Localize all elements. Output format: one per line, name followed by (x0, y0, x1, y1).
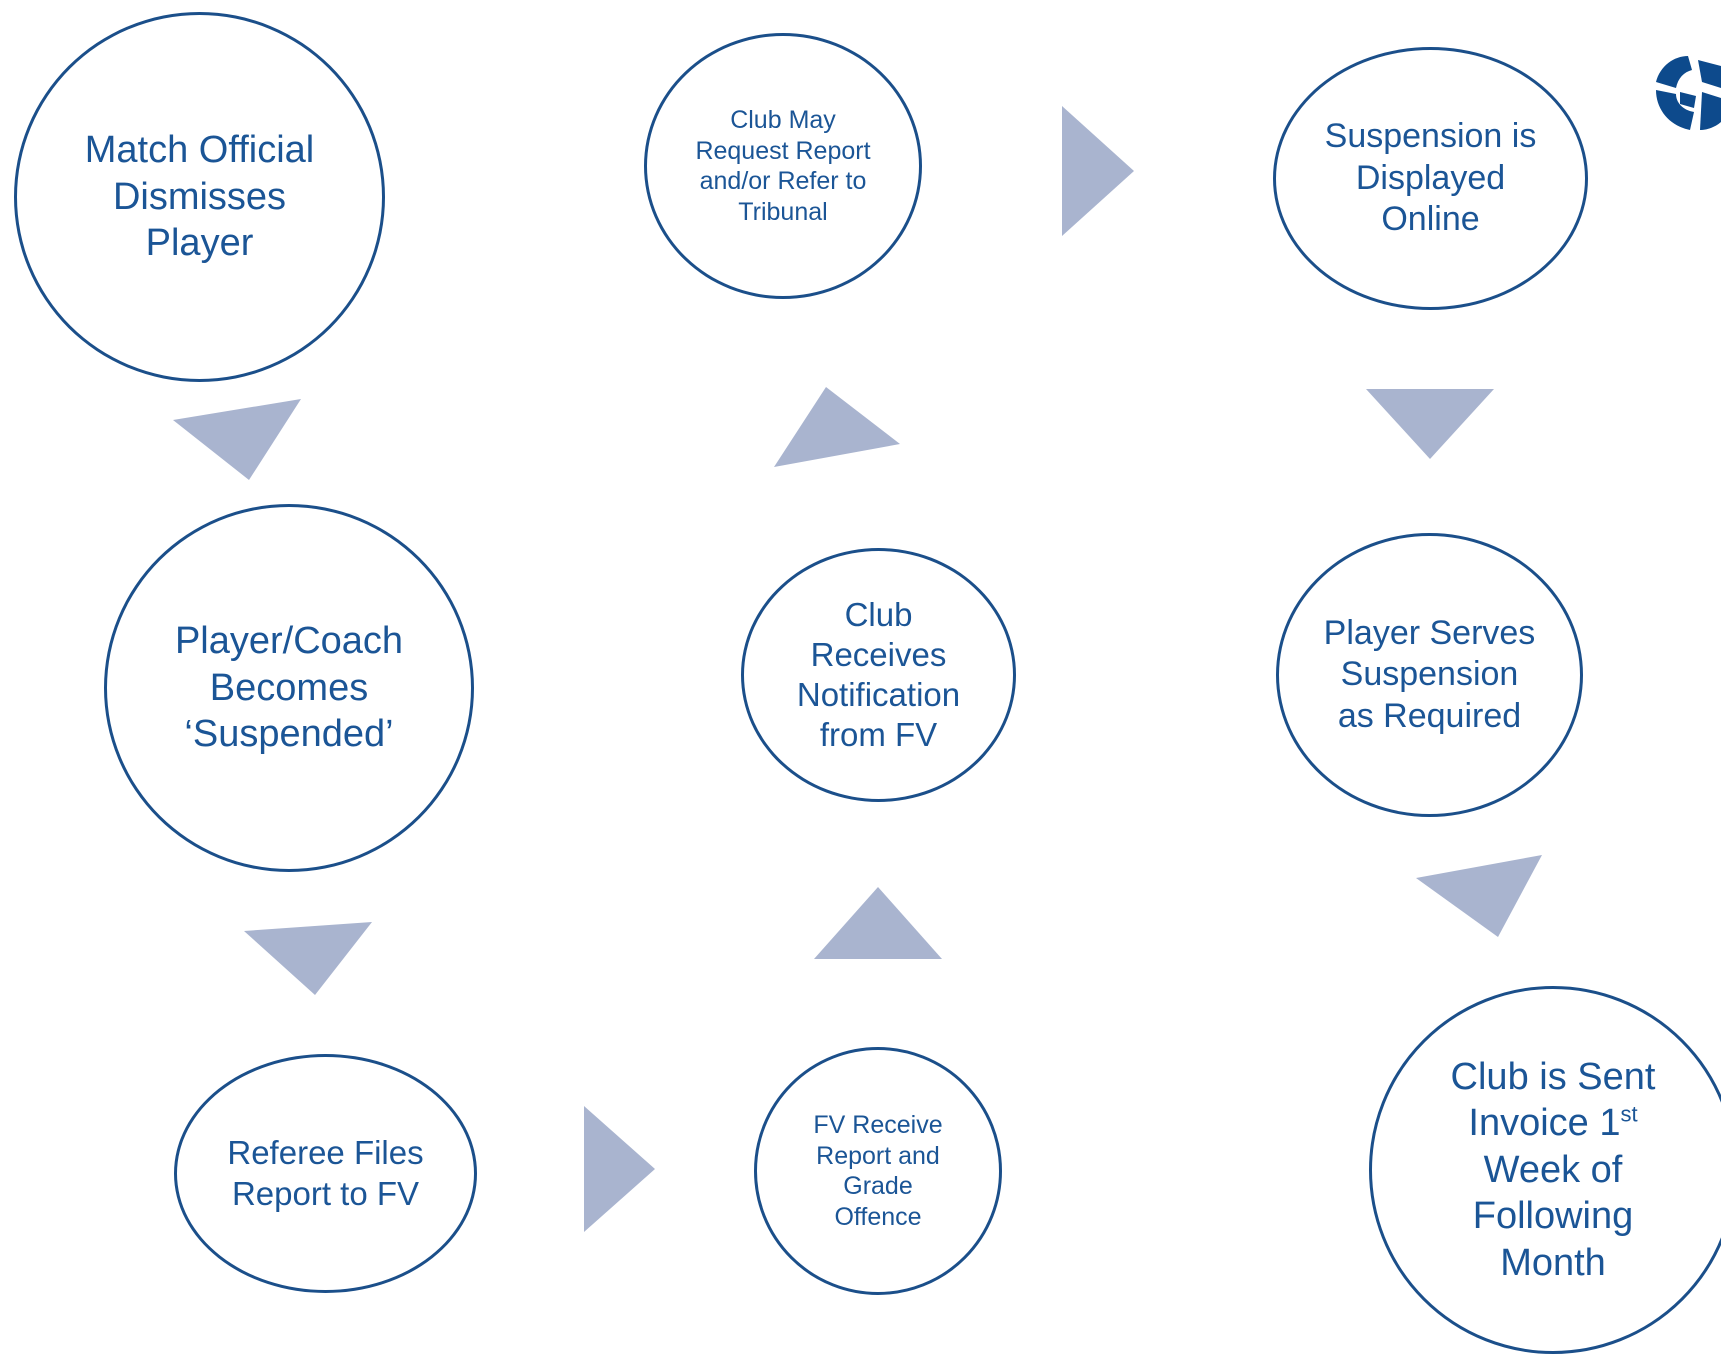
node-club-may-request-label: Club May Request Report and/or Refer to … (695, 106, 871, 226)
arrow-up-left-right (1416, 855, 1542, 937)
node-fv-receive: FV Receive Report and Grade Offence (754, 1047, 1002, 1295)
node-club-invoice-rest: Week of Following Month (1472, 1148, 1634, 1284)
node-referee-files-label: Referee Files Report to FV (227, 1134, 424, 1212)
node-referee-files: Referee Files Report to FV (174, 1054, 477, 1293)
node-club-invoice-main: Club is Sent Invoice 1 (1450, 1056, 1656, 1145)
arrow-down-left-2 (244, 922, 372, 995)
node-club-receives: Club Receives Notification from FV (741, 548, 1016, 802)
arrow-down-right (1366, 389, 1494, 459)
node-player-serves: Player Serves Suspension as Required (1276, 533, 1583, 817)
arrow-right-top (1062, 106, 1134, 236)
node-club-invoice-superscript: st (1620, 1101, 1638, 1127)
arrow-up-middle (814, 887, 942, 959)
node-club-invoice: Club is Sent Invoice 1st Week of Followi… (1369, 986, 1721, 1354)
node-suspension-displayed: Suspension is Displayed Online (1273, 47, 1588, 310)
arrow-up-right-middle (774, 387, 900, 467)
node-club-invoice-label: Club is Sent Invoice 1st Week of Followi… (1430, 1054, 1676, 1286)
arrow-down-left-1 (173, 399, 301, 480)
football-federation-logo-icon (1656, 56, 1721, 130)
node-fv-receive-label: FV Receive Report and Grade Offence (813, 1111, 943, 1231)
node-player-suspended-label: Player/Coach Becomes ‘Suspended’ (174, 620, 404, 756)
node-club-may-request: Club May Request Report and/or Refer to … (644, 33, 922, 299)
arrow-right-bottom (584, 1106, 655, 1232)
node-match-official-label: Match Official Dismisses Player (84, 129, 315, 265)
node-match-official: Match Official Dismisses Player (14, 12, 385, 382)
node-suspension-displayed-label: Suspension is Displayed Online (1324, 117, 1537, 239)
node-player-suspended: Player/Coach Becomes ‘Suspended’ (104, 504, 474, 872)
node-player-serves-label: Player Serves Suspension as Required (1323, 613, 1536, 735)
node-club-receives-label: Club Receives Notification from FV (796, 595, 961, 754)
